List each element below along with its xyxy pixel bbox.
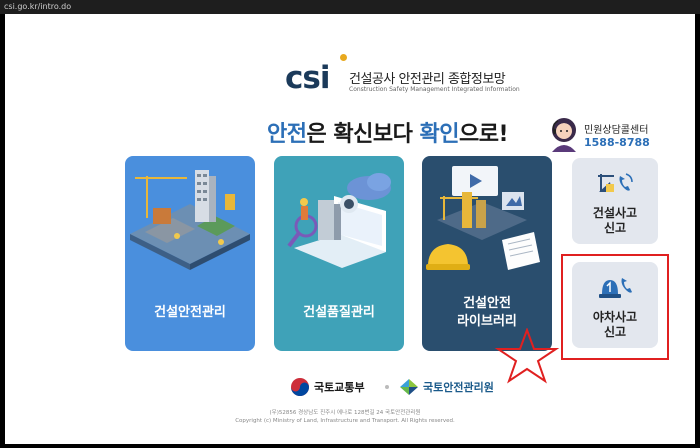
slogan: 안전은 확신보다 확인으로! [267,122,509,147]
molit-logo[interactable]: 국토교통부 [290,376,365,398]
call-center-label: 민원상담콜센터 [584,125,649,136]
accident-report-card[interactable]: 건설사고 신고 [572,158,658,244]
highlight-annotation-box [561,254,669,360]
logo-dot-icon [340,54,347,61]
call-center[interactable]: 민원상담콜센터 1588-8788 [550,116,670,158]
quality-inspection-illustration-icon [287,173,391,268]
star-annotation-icon [494,328,560,384]
accident-report-line1: 건설사고 [592,206,638,220]
footer-address: (우)52856 경상남도 진주시 에나로 128번길 24 국토안전관리원 [269,410,421,416]
government-logos: 국토교통부 국토안전관리원 [290,376,510,400]
logo-mark: csi [285,54,347,96]
night-accident-report-line1: 야차사고 [592,310,638,324]
counselor-avatar-icon [552,118,576,152]
construction-site-illustration-icon [130,170,250,270]
logo-subtitle: Construction Safety Management Integrate… [349,86,520,93]
construction-phone-icon [598,173,633,192]
browser-url-bar[interactable]: csi.go.kr/intro.do [0,0,700,14]
night-accident-report-card[interactable]: 야차사고 신고 [572,262,658,348]
construction-quality-label: 건설품질관리 [303,305,375,320]
safety-library-card[interactable]: 건설안전 라이브러리 [422,156,552,351]
construction-safety-card[interactable]: 건설안전관리 [125,156,255,351]
logo-title: 건설공사 안전관리 종합정보망 [349,72,506,87]
separator-dot [385,385,389,389]
kalis-emblem-icon [400,379,418,395]
night-accident-report-line2: 신고 [603,325,627,339]
taegeuk-icon [291,378,309,396]
construction-safety-label: 건설안전관리 [154,305,226,320]
footer-copyright: Copyright (c) Ministry of Land, Infrastr… [235,418,455,424]
safety-library-label-line2: 라이브러리 [457,314,517,329]
siren-phone-icon [599,278,632,298]
construction-quality-card[interactable]: 건설품질관리 [274,156,404,351]
kalis-logo[interactable]: 국토안전관리원 [398,376,494,398]
safety-library-illustration-icon [426,166,540,270]
safety-library-label-line1: 건설안전 [463,296,511,311]
kalis-name: 국토안전관리원 [423,381,494,394]
csi-logo[interactable]: csi 건설공사 안전관리 종합정보망 Construction Safety … [285,54,520,106]
molit-name: 국토교통부 [314,381,365,394]
accident-report-line2: 신고 [603,221,627,235]
call-center-phone[interactable]: 1588-8788 [584,136,650,149]
